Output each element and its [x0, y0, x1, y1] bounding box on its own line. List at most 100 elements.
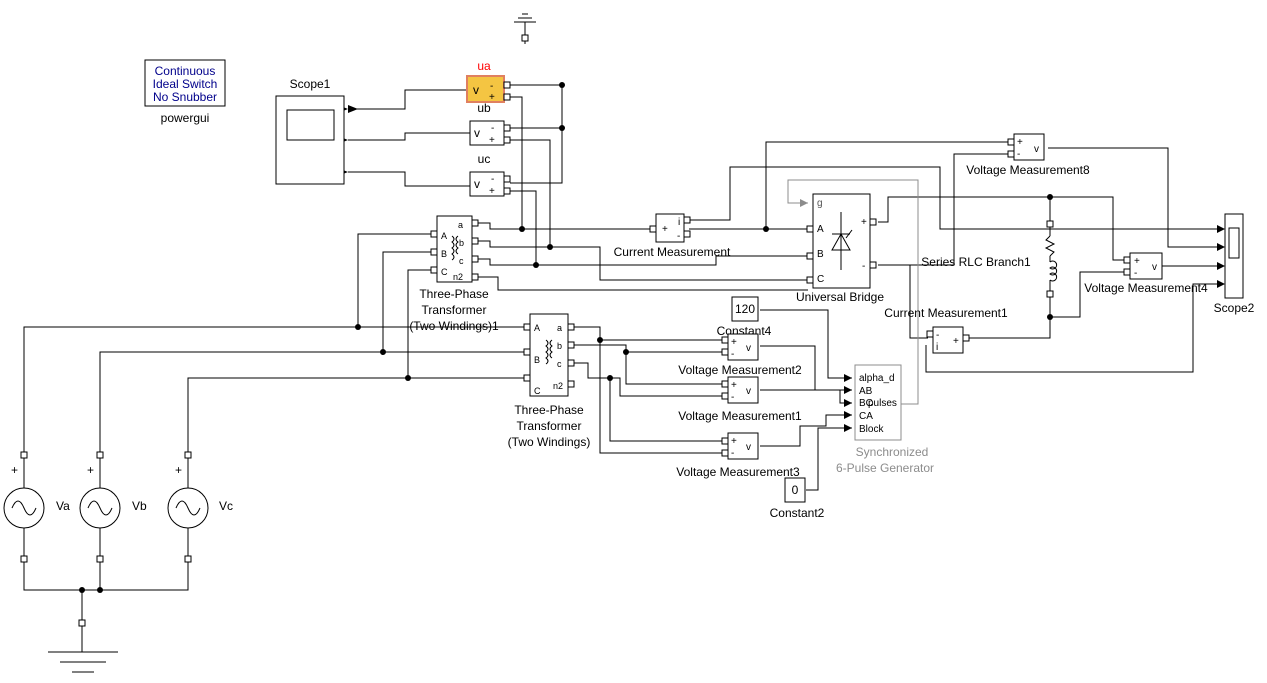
- powergui-line-2: Ideal Switch: [153, 77, 218, 91]
- ub-v-text: v: [474, 126, 480, 140]
- pg-label-1: Synchronized: [856, 445, 929, 459]
- va-plus: +: [11, 463, 18, 477]
- source-va[interactable]: + Va: [3, 451, 70, 563]
- inductor-icon: [1049, 260, 1058, 282]
- ua-voltage-measurement[interactable]: ua v - +: [466, 59, 511, 103]
- t1-winding-icon: [451, 235, 455, 261]
- ub-plus: +: [489, 135, 495, 146]
- t1-port-C: C: [441, 267, 448, 277]
- vm1-block[interactable]: + - v Voltage Measurement1: [678, 376, 802, 423]
- t1-port-B: B: [441, 249, 447, 259]
- pg-port-pulses: pulses: [868, 398, 897, 409]
- scope2-block[interactable]: Scope2: [1214, 213, 1255, 315]
- vm2-block[interactable]: + - v Voltage Measurement2: [678, 333, 802, 377]
- ac-source-icon: [175, 500, 201, 516]
- t2-label-3: (Two Windings): [508, 435, 591, 449]
- t2-port-a: a: [557, 323, 562, 333]
- uc-v-text: v: [474, 177, 480, 191]
- signal-wires: [23, 35, 1218, 620]
- vm3-v: v: [746, 442, 751, 453]
- vc-label: Vc: [219, 499, 233, 513]
- ub-port-plus: +: [861, 217, 867, 228]
- uc-plus: +: [489, 186, 495, 197]
- powergui-block[interactable]: Continuous Ideal Switch No Snubber power…: [144, 59, 226, 125]
- ub-label: ub: [477, 101, 491, 115]
- uc-voltage-measurement[interactable]: uc v - +: [469, 152, 511, 197]
- ub-minus: -: [491, 123, 494, 134]
- constant2-block[interactable]: 0 Constant2: [770, 477, 825, 520]
- vm1-v: v: [746, 386, 751, 397]
- vm8-block[interactable]: + - v Voltage Measurement8: [966, 133, 1090, 177]
- ub-port-g: g: [817, 198, 823, 209]
- ua-minus: -: [490, 81, 493, 92]
- transformer1-block[interactable]: A B C a b c n2 Three-Phase Transformer (…: [409, 215, 499, 333]
- source-vc[interactable]: + Vc: [167, 451, 233, 563]
- ub-voltage-measurement[interactable]: ub v - +: [469, 101, 511, 146]
- vm4-block[interactable]: + - v Voltage Measurement4: [1084, 252, 1208, 295]
- ground-bottom-icon: [48, 619, 118, 673]
- t1-label-1: Three-Phase: [419, 287, 489, 301]
- t2-port-n2: n2: [553, 381, 563, 391]
- ub-port-C: C: [817, 274, 824, 285]
- cm-plus: +: [662, 224, 668, 235]
- t1-port-b: b: [459, 238, 464, 248]
- uc-minus: -: [491, 174, 494, 185]
- t2-port-b: b: [557, 341, 562, 351]
- junction-dots: [79, 82, 1053, 593]
- t2-winding-icon: [545, 339, 549, 365]
- vm2-minus: -: [731, 349, 734, 360]
- ground-top-icon: [514, 13, 536, 42]
- t1-port-c: c: [459, 256, 464, 266]
- powergui-line-1: Continuous: [155, 64, 216, 78]
- cm1-minus: -: [936, 330, 939, 341]
- vb-label: Vb: [132, 499, 147, 513]
- vm3-minus: -: [731, 448, 734, 459]
- cm-i: i: [678, 217, 680, 228]
- ub-port-B: B: [817, 249, 824, 260]
- t1-port-A: A: [441, 231, 447, 241]
- constant4-value: 120: [735, 302, 755, 316]
- pulse-generator-block[interactable]: alpha_d AB BC pulses CA Block Synchroniz…: [836, 364, 934, 475]
- vm4-plus: +: [1134, 256, 1140, 267]
- t1-label-2: Transformer: [422, 303, 487, 317]
- vm8-label: Voltage Measurement8: [966, 163, 1090, 177]
- cm-minus: -: [677, 231, 680, 242]
- pg-label-2: 6-Pulse Generator: [836, 461, 934, 475]
- t1-port-a: a: [458, 220, 463, 230]
- uc-label: uc: [478, 152, 491, 166]
- vm3-block[interactable]: + - v Voltage Measurement3: [676, 432, 800, 479]
- cm1-i: i: [936, 342, 938, 353]
- cm1-plus: +: [953, 336, 959, 347]
- powergui-caption: powergui: [161, 111, 210, 125]
- source-vb[interactable]: + Vb: [79, 451, 147, 563]
- universal-bridge-block[interactable]: g A B C + - Universal Bridge: [796, 193, 884, 304]
- vm1-label: Voltage Measurement1: [678, 409, 802, 423]
- constant2-label: Constant2: [770, 506, 825, 520]
- vm2-plus: +: [731, 337, 737, 348]
- constant4-block[interactable]: 120 Constant4: [717, 296, 772, 338]
- ac-source-icon: [87, 500, 113, 516]
- t2-label-1: Three-Phase: [514, 403, 584, 417]
- pg-port-bc: BC: [859, 398, 873, 409]
- vm3-plus: +: [731, 436, 737, 447]
- ac-source-icon: [11, 500, 37, 516]
- series-rlc-block[interactable]: Series RLC Branch1: [921, 220, 1058, 298]
- ub-port-minus: -: [862, 261, 865, 272]
- current-measurement1-block[interactable]: - i + Current Measurement1: [884, 306, 1008, 354]
- scope2-label: Scope2: [1214, 301, 1255, 315]
- vm1-plus: +: [731, 380, 737, 391]
- current-measurement-block[interactable]: + i - Current Measurement: [614, 213, 731, 259]
- transformer2-block[interactable]: A B C a b c n2 Three-Phase Transformer (…: [508, 313, 591, 449]
- resistor-icon: [1044, 235, 1056, 257]
- vm4-minus: -: [1134, 268, 1137, 279]
- t2-port-B: B: [534, 355, 540, 365]
- ua-label: ua: [477, 59, 491, 73]
- vm2-label: Voltage Measurement2: [678, 363, 802, 377]
- pg-port-block: Block: [859, 424, 884, 435]
- scope1-block[interactable]: Scope1: [275, 77, 345, 185]
- t2-port-C: C: [534, 386, 541, 396]
- t2-label-2: Transformer: [517, 419, 582, 433]
- ua-v-text: v: [473, 83, 479, 97]
- cm-label: Current Measurement: [614, 245, 731, 259]
